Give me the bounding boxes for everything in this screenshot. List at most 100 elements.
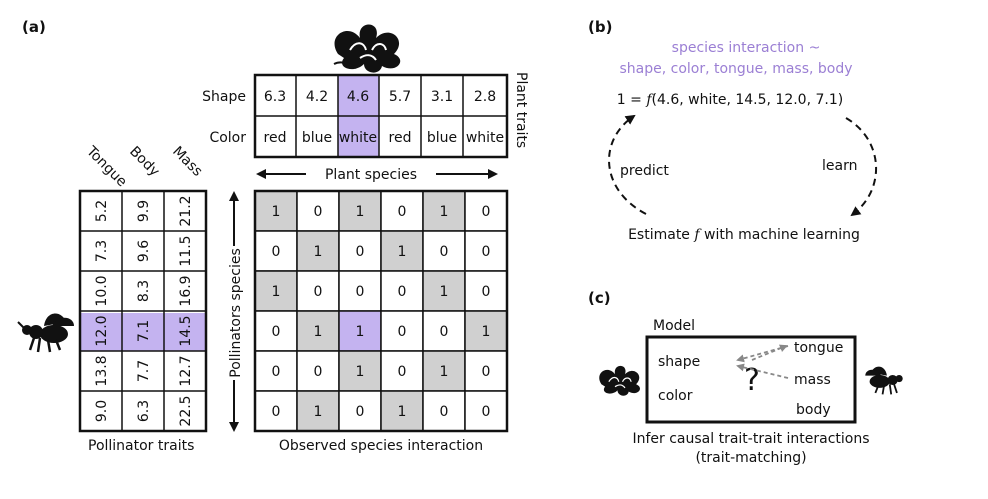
interaction-value: 1 <box>272 204 281 220</box>
interaction-cell <box>380 190 424 232</box>
panel-b-heading-2: shape, color, tongue, mass, body <box>619 61 852 77</box>
interaction-cell <box>296 230 340 272</box>
pollinator-species-axis: Pollinators species <box>228 191 244 432</box>
panel-c-caption-1: Infer causal trait-trait interactions <box>632 431 869 447</box>
color-value: white <box>466 130 504 146</box>
color-value: red <box>264 130 287 146</box>
interaction-value: 0 <box>482 364 491 380</box>
mass-value: 11.5 <box>178 235 194 266</box>
body-value: 9.9 <box>136 200 152 222</box>
interaction-value: 0 <box>272 324 281 340</box>
body-value: 9.6 <box>136 240 152 262</box>
interaction-value: 0 <box>398 204 407 220</box>
interaction-value: 1 <box>272 284 281 300</box>
tongue-value: 9.0 <box>94 400 110 422</box>
tongue-value: 13.8 <box>94 355 110 386</box>
flower-icon <box>599 365 640 396</box>
tongue-value: 5.2 <box>94 200 110 222</box>
interaction-cell <box>296 350 340 392</box>
interaction-cell <box>254 190 298 232</box>
interaction-value: 0 <box>356 404 365 420</box>
body-value: 7.1 <box>136 320 152 342</box>
plant-species-axis: Plant species <box>256 167 498 183</box>
interaction-value: 1 <box>356 364 365 380</box>
interaction-value: 1 <box>398 244 407 260</box>
panel-c-caption-2: (trait-matching) <box>695 450 806 466</box>
interaction-cell <box>464 230 508 272</box>
shape-value: 3.1 <box>431 89 453 105</box>
pollinator-traits-table: 5.2 9.9 21.2 7.3 9.6 11.5 10.0 8.3 16.9 … <box>78 189 208 433</box>
interaction-value: 0 <box>272 404 281 420</box>
row-label-shape: Shape <box>202 89 246 105</box>
interaction-value: 1 <box>356 324 365 340</box>
interaction-value: 1 <box>314 404 323 420</box>
interaction-value: 0 <box>482 204 491 220</box>
learn-label: learn <box>822 158 857 174</box>
model-label: Model <box>653 318 695 334</box>
plant-trait-color: color <box>658 388 693 404</box>
plant-species-label: Plant species <box>325 167 417 183</box>
interaction-value: 1 <box>314 244 323 260</box>
panel-label-b: (b) <box>588 18 612 36</box>
panel-label-c: (c) <box>588 289 611 307</box>
color-value: blue <box>302 130 332 146</box>
interaction-value: 0 <box>482 284 491 300</box>
shape-value: 4.2 <box>306 89 328 105</box>
plant-traits-label: Plant traits <box>513 72 529 148</box>
interaction-value: 1 <box>440 204 449 220</box>
interaction-value: 1 <box>356 204 365 220</box>
interaction-value: 1 <box>314 324 323 340</box>
interaction-value: 0 <box>482 244 491 260</box>
equation: 1 = f(4.6, white, 14.5, 12.0, 7.1) <box>617 92 843 108</box>
interaction-value: 1 <box>440 284 449 300</box>
interaction-matrix-border <box>253 189 509 433</box>
pollinator-species-label: Pollinators species <box>228 248 244 377</box>
pollinator-traits-caption: Pollinator traits <box>88 438 194 454</box>
flower-icon <box>333 24 401 73</box>
interaction-value: 1 <box>398 404 407 420</box>
interaction-value: 0 <box>398 324 407 340</box>
interaction-cell <box>464 390 508 432</box>
highlight-row <box>80 313 206 351</box>
tongue-value: 10.0 <box>94 275 110 306</box>
interaction-cell <box>464 270 508 312</box>
interaction-value: 0 <box>314 364 323 380</box>
interaction-cell <box>296 190 340 232</box>
interaction-value: 0 <box>314 204 323 220</box>
interaction-value: 0 <box>440 244 449 260</box>
interaction-value: 1 <box>482 324 491 340</box>
model-box: Model shape color tongue mass body ? <box>645 318 857 424</box>
link-mass-arrow <box>736 363 789 379</box>
interaction-cell <box>338 310 382 352</box>
panel-label-a: (a) <box>22 18 46 36</box>
mass-value: 14.5 <box>178 315 194 346</box>
interaction-value: 0 <box>398 284 407 300</box>
interaction-value: 0 <box>440 324 449 340</box>
interaction-value: 1 <box>440 364 449 380</box>
body-value: 8.3 <box>136 280 152 302</box>
interaction-value: 0 <box>440 404 449 420</box>
interaction-value: 0 <box>314 284 323 300</box>
shape-value: 6.3 <box>264 89 286 105</box>
interaction-value: 0 <box>398 364 407 380</box>
interaction-value: 0 <box>482 404 491 420</box>
pollinator-trait-tongue: tongue <box>794 340 843 356</box>
plant-trait-shape: shape <box>658 354 700 370</box>
highlight-cell-shape <box>338 75 379 116</box>
interaction-cell <box>422 230 466 272</box>
interaction-value: 0 <box>272 364 281 380</box>
body-value: 7.7 <box>136 360 152 382</box>
col-label-tongue: Tongue <box>82 143 129 190</box>
predict-arrow <box>608 114 647 215</box>
predict-label: predict <box>620 163 669 179</box>
interaction-cell <box>464 350 508 392</box>
col-label-mass: Mass <box>169 144 205 180</box>
bee-icon <box>17 313 74 353</box>
tongue-value: 12.0 <box>94 315 110 346</box>
col-label-body: Body <box>126 144 162 180</box>
color-value: red <box>389 130 412 146</box>
tongue-value: 7.3 <box>94 240 110 262</box>
row-label-color: Color <box>209 130 246 146</box>
